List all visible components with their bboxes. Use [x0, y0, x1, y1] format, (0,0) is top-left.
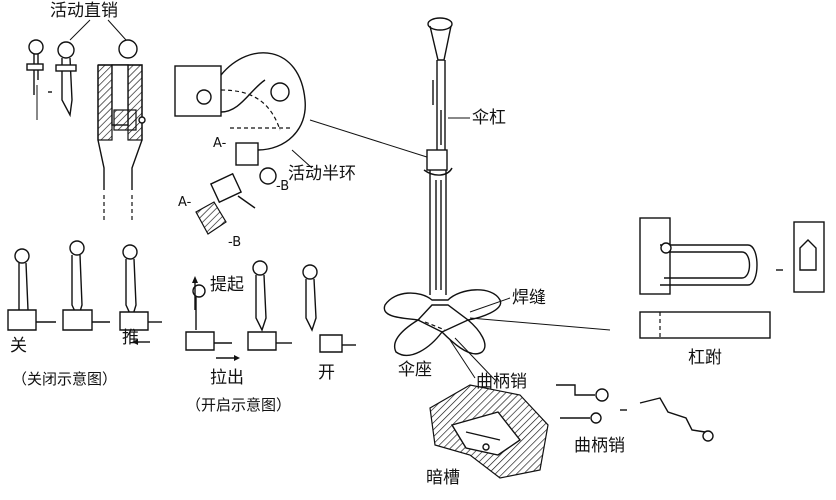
- label-umbrella-pole: 伞杠: [472, 108, 506, 128]
- label-weld-seam: 焊缝: [512, 288, 546, 308]
- label-section-b-2: -B: [228, 235, 242, 250]
- label-movable-half-ring: 活动半环: [288, 164, 356, 184]
- hidden-groove-drawing: [429, 384, 549, 479]
- closed-diagram: [7, 240, 162, 345]
- label-lift: 提起: [210, 275, 244, 295]
- label-push: 推: [122, 328, 139, 348]
- label-pole-attachment: 杠跗: [688, 348, 722, 368]
- label-crank-pin-right: 曲柄销: [574, 436, 625, 456]
- open-diagram: [185, 260, 356, 361]
- label-open-caption: （开启示意图）: [186, 396, 292, 414]
- pole-attachment-drawing: [639, 217, 825, 339]
- label-crank-pin-base: 曲柄销: [476, 372, 527, 392]
- label-section-a-2: A-: [178, 195, 192, 210]
- label-umbrella-base: 伞座: [398, 360, 432, 380]
- half-ring-assembly: [174, 52, 431, 235]
- label-hidden-groove: 暗槽: [426, 468, 460, 488]
- label-open: 开: [318, 363, 335, 383]
- umbrella-pole-drawing: [423, 17, 470, 295]
- crank-pin-drawing: [556, 384, 714, 442]
- umbrella-base-drawing: [383, 289, 611, 381]
- label-section-b-1: -B: [276, 179, 290, 194]
- label-movable-pin: 活动直销: [50, 1, 118, 21]
- label-section-a-1: A-: [213, 136, 227, 151]
- label-close: 关: [10, 336, 27, 356]
- movable-pin-detail: [26, 19, 146, 222]
- label-closed-caption: （关闭示意图）: [12, 370, 118, 388]
- label-pull: 拉出: [210, 368, 244, 388]
